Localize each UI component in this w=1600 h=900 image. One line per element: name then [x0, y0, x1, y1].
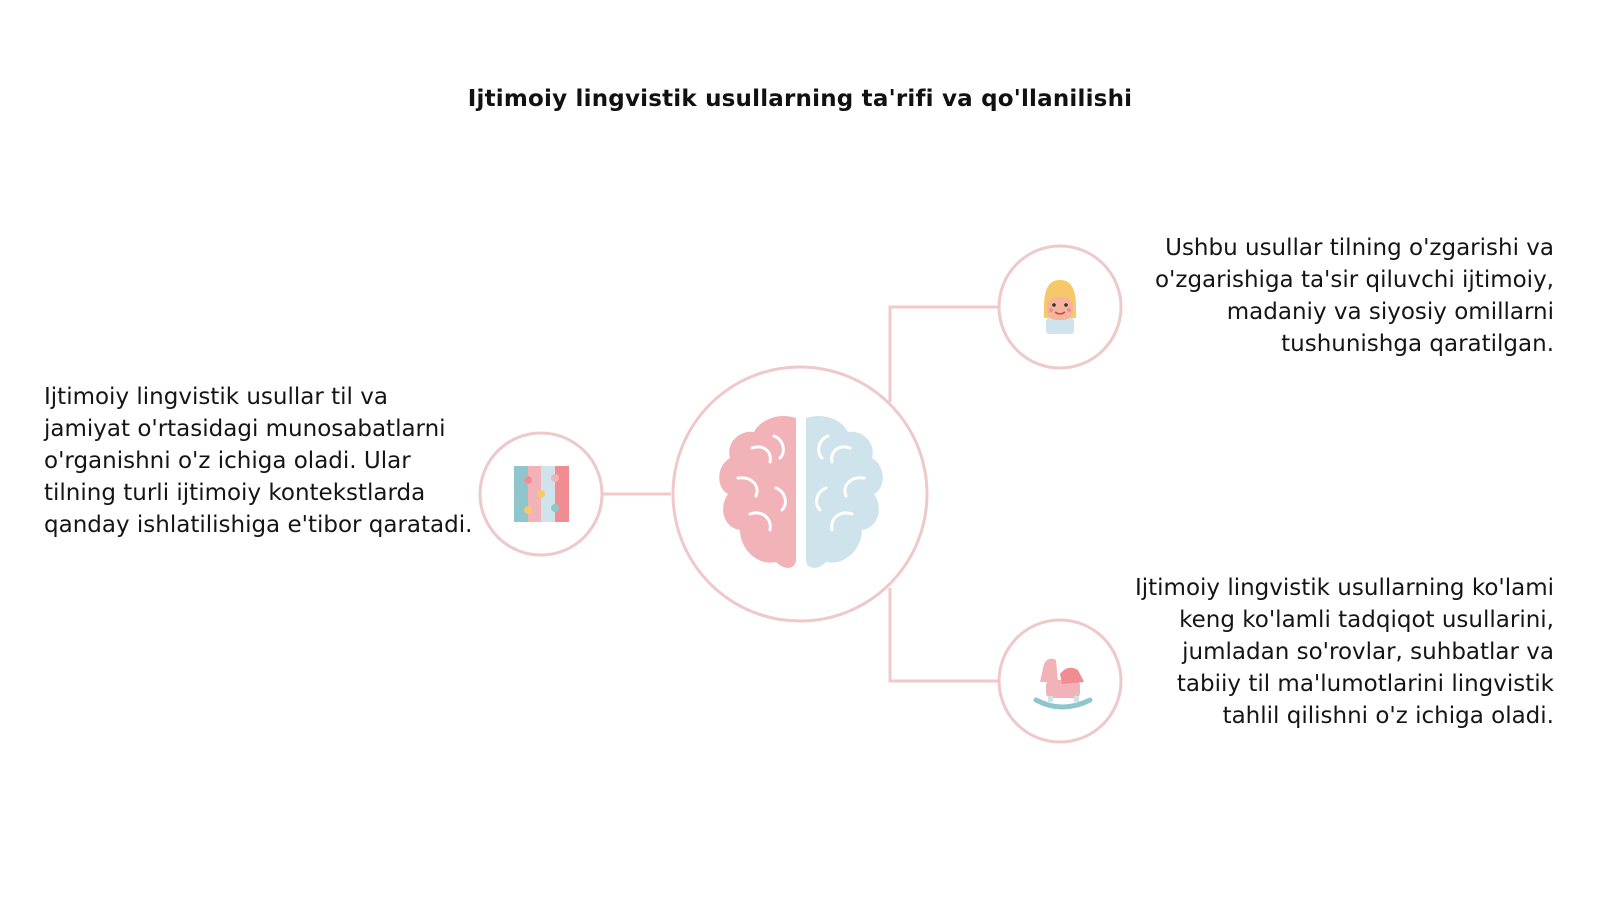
center-node [671, 365, 929, 623]
brain-icon [719, 415, 883, 568]
node-top-right-text: Ushbu usullar tilning o'zgarishi va o'zg… [1154, 235, 1554, 357]
connector-bottom-right [888, 588, 998, 683]
node-bottom-right-text: Ijtimoiy lingvistik usullarning ko'lami … [1134, 575, 1554, 729]
rocking-horse-icon [1033, 658, 1093, 710]
puzzle-icon [514, 466, 569, 522]
node-left-text: Ijtimoiy lingvistik usullar til va jamiy… [44, 384, 473, 538]
node-top-right [997, 244, 1123, 370]
connector-lines [602, 305, 998, 683]
connector-top-right [888, 305, 998, 402]
child-face-icon [1044, 280, 1076, 334]
node-bottom-right [997, 618, 1123, 744]
page-title: Ijtimoiy lingvistik usullarning ta'rifi … [467, 86, 1133, 112]
node-left [478, 431, 604, 557]
